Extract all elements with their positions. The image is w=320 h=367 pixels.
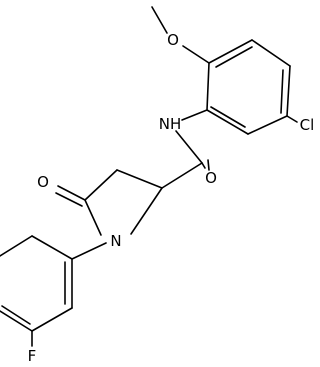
atom-nh-amide: NH	[159, 115, 182, 133]
bond-nh-carbonyl	[175, 130, 203, 164]
bond-o-ring	[182, 45, 210, 64]
bond-n-aryl	[71, 242, 107, 260]
bond-ring-nh	[181, 109, 208, 121]
bond-methyl-o	[151, 6, 168, 34]
pyrrolidinone-ring	[84, 169, 163, 236]
atom-f: F	[28, 347, 37, 365]
bond-ring-co-1	[57, 185, 86, 201]
atom-cl: Cl	[300, 116, 315, 134]
atom-o-amide: O	[205, 169, 217, 187]
atom-o-methoxy: O	[167, 31, 179, 49]
atom-o-ring: O	[37, 173, 49, 191]
chlorophenyl-ring	[206, 39, 291, 135]
bond-amide-co-2	[207, 159, 210, 171]
bond-carbonyl-c3	[161, 162, 203, 189]
atom-n-ring: N	[110, 232, 121, 250]
bond-amide-co-1	[201, 162, 206, 169]
bond-ring-cl	[286, 115, 298, 123]
bond-ring-co-2	[55, 192, 83, 207]
fluorophenyl-ring	[0, 235, 73, 332]
